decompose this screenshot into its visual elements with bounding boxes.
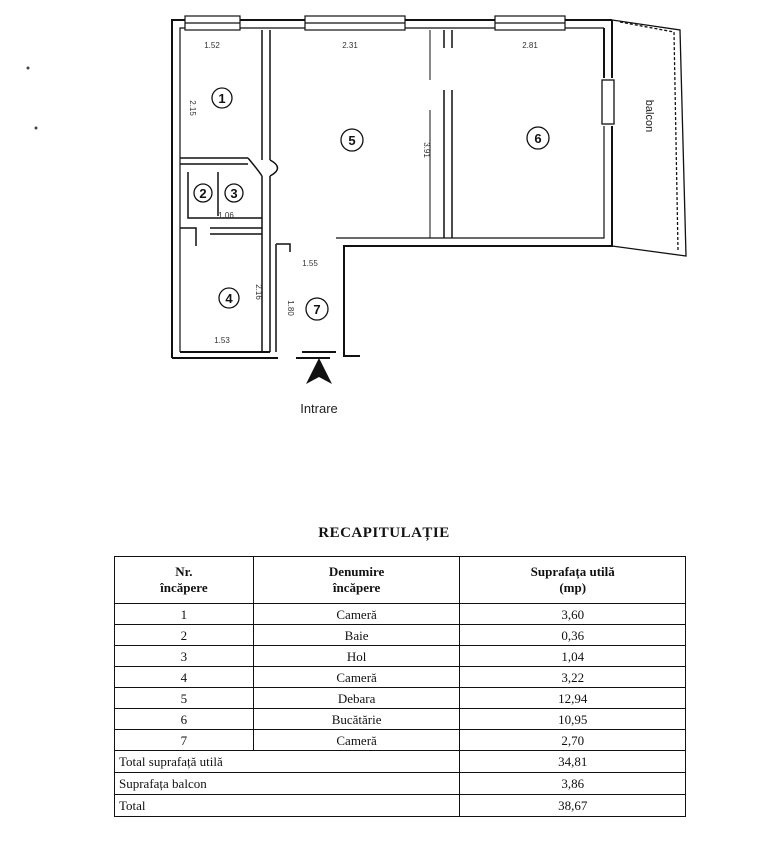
balcony: [601, 19, 687, 257]
room-markers: [193, 87, 550, 321]
total-value: 3,86: [459, 772, 686, 795]
balcony-label: balcon: [643, 100, 655, 132]
room-area-cell: 10,95: [459, 708, 686, 730]
dimension-label: 1.55: [302, 259, 318, 268]
room-number-6: 6: [534, 131, 541, 146]
room-number-2: 2: [199, 186, 206, 201]
table-row: 3 Hol 1,04: [114, 645, 686, 667]
header-room-number: Nr. încăpere: [114, 556, 254, 604]
room-area-cell: 12,94: [459, 687, 686, 709]
total-label: Suprafața balcon: [113, 772, 461, 795]
room-name-cell: Bucătărie: [252, 708, 461, 730]
room-area-cell: 1,04: [459, 645, 686, 667]
room-number-7: 7: [313, 302, 320, 317]
table-row: 6 Bucătărie 10,95: [114, 708, 686, 730]
header-room-name: Denumire încăpere: [252, 556, 461, 604]
summary-table: Nr. încăpere Denumire încăpere Suprafața…: [113, 556, 686, 817]
dimension-label: 2.81: [522, 41, 538, 50]
table-header-row: Nr. încăpere Denumire încăpere Suprafața…: [114, 556, 686, 604]
header-area: Suprafața utilă (mp): [459, 556, 686, 604]
room-name-cell: Cameră: [252, 603, 461, 625]
dimension-labels: 1.52 2.31 2.81 1.55 1.53 1.06 3.91 2.16 …: [188, 41, 538, 345]
table-row: 4 Cameră 3,22: [114, 666, 686, 688]
dimension-label: 2.16: [254, 284, 263, 300]
room-number-cell: 5: [114, 687, 254, 709]
windows: [184, 15, 566, 31]
dimension-label: 1.52: [204, 41, 220, 50]
dimension-label: 2.31: [342, 41, 358, 50]
outer-walls: [171, 19, 613, 359]
dimension-label: 1.06: [218, 211, 234, 220]
table-row: 7 Cameră 2,70: [114, 729, 686, 751]
total-value: 38,67: [459, 794, 686, 817]
total-label: Total: [113, 794, 461, 817]
balcony-area-row: Suprafața balcon 3,86: [113, 772, 686, 795]
floor-plan: 1.52 2.31 2.81 1.55 1.53 1.06 3.91 2.16 …: [26, 15, 687, 416]
room-number-cell: 7: [114, 729, 254, 751]
room-area-cell: 3,60: [459, 603, 686, 625]
entrance-label: Intrare: [300, 401, 338, 416]
room-number-cell: 1: [114, 603, 254, 625]
dimension-label: 3.91: [422, 142, 431, 158]
dimension-label: 1.53: [214, 336, 230, 345]
room-name-cell: Debara: [252, 687, 461, 709]
room-area-cell: 3,22: [459, 666, 686, 688]
room-number-3: 3: [230, 186, 237, 201]
room-name-cell: Baie: [252, 624, 461, 646]
room-number-4: 4: [225, 291, 233, 306]
room-name-cell: Cameră: [252, 729, 461, 751]
room-number-1: 1: [218, 91, 225, 106]
total-value: 34,81: [459, 750, 686, 773]
room-name-cell: Hol: [252, 645, 461, 667]
table-row: 1 Cameră 3,60: [114, 603, 686, 625]
room-name-cell: Cameră: [252, 666, 461, 688]
interior-walls: [180, 30, 453, 352]
room-number-cell: 3: [114, 645, 254, 667]
room-number-cell: 4: [114, 666, 254, 688]
table-row: 2 Baie 0,36: [114, 624, 686, 646]
total-useful-area-row: Total suprafață utilă 34,81: [113, 750, 686, 773]
room-number-cell: 2: [114, 624, 254, 646]
room-area-cell: 2,70: [459, 729, 686, 751]
dimension-label: 2.15: [188, 100, 197, 116]
room-number-5: 5: [348, 133, 355, 148]
room-numbers: 1 2 3 4 5 6 7: [199, 91, 541, 317]
scan-marks: [26, 66, 38, 130]
room-number-cell: 6: [114, 708, 254, 730]
summary-title: RECAPITULAȚIE: [318, 525, 450, 541]
total-label: Total suprafață utilă: [113, 750, 461, 773]
grand-total-row: Total 38,67: [113, 794, 686, 817]
table-row: 5 Debara 12,94: [114, 687, 686, 709]
dimension-label: 1.80: [286, 300, 295, 316]
room-area-cell: 0,36: [459, 624, 686, 646]
entrance-arrow-icon: [306, 358, 332, 384]
